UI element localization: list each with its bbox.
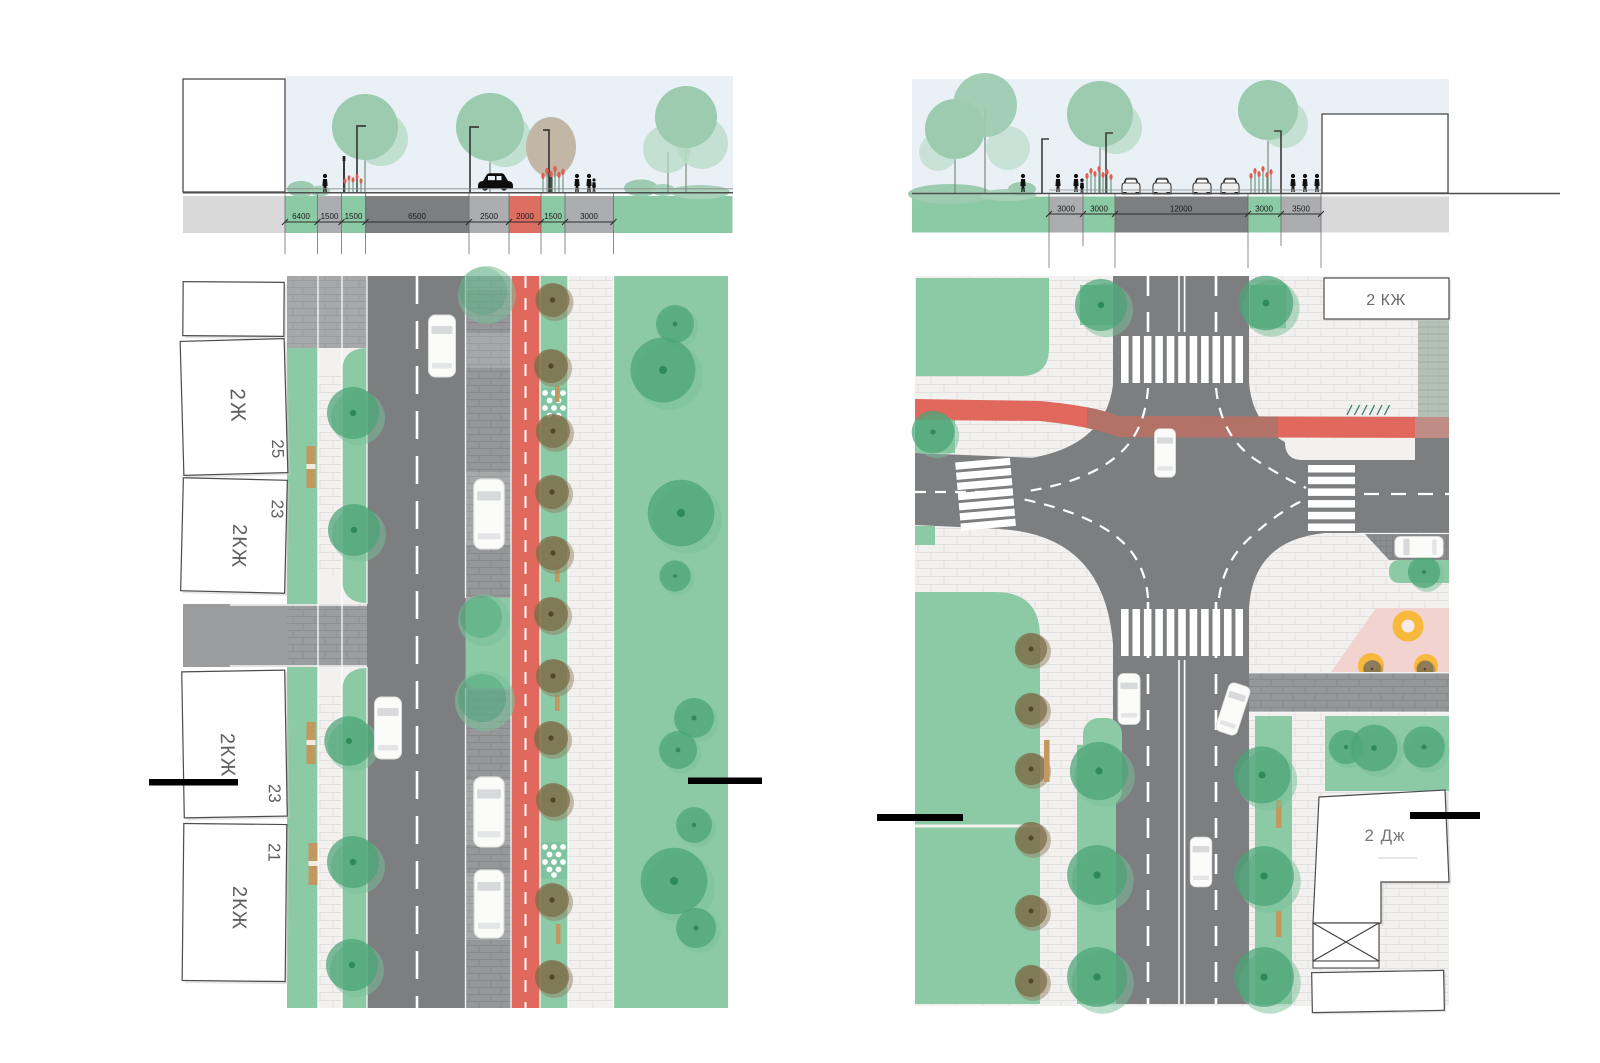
svg-text:2 КЖ: 2 КЖ	[1366, 292, 1405, 309]
svg-text:6400: 6400	[292, 212, 310, 221]
svg-text:12000: 12000	[1170, 205, 1193, 214]
svg-text:3500: 3500	[1292, 205, 1310, 214]
svg-text:2000: 2000	[516, 212, 534, 221]
svg-text:1500: 1500	[321, 212, 339, 221]
svg-text:2Ж: 2Ж	[225, 388, 249, 424]
svg-text:3000: 3000	[1057, 205, 1075, 214]
svg-text:1500: 1500	[345, 212, 363, 221]
svg-text:23: 23	[267, 499, 286, 518]
svg-text:2КЖ: 2КЖ	[227, 524, 250, 569]
svg-text:2500: 2500	[480, 212, 498, 221]
svg-text:23: 23	[265, 784, 284, 803]
svg-text:6500: 6500	[408, 212, 426, 221]
svg-text:1500: 1500	[544, 212, 562, 221]
svg-text:3000: 3000	[1090, 205, 1108, 214]
svg-text:2КЖ: 2КЖ	[216, 733, 239, 778]
svg-text:3000: 3000	[580, 212, 598, 221]
svg-text:2 Дж: 2 Дж	[1364, 826, 1405, 845]
svg-text:3000: 3000	[1255, 205, 1273, 214]
svg-text:25: 25	[268, 439, 288, 458]
svg-text:21: 21	[264, 843, 283, 862]
svg-text:2КЖ: 2КЖ	[228, 886, 250, 930]
